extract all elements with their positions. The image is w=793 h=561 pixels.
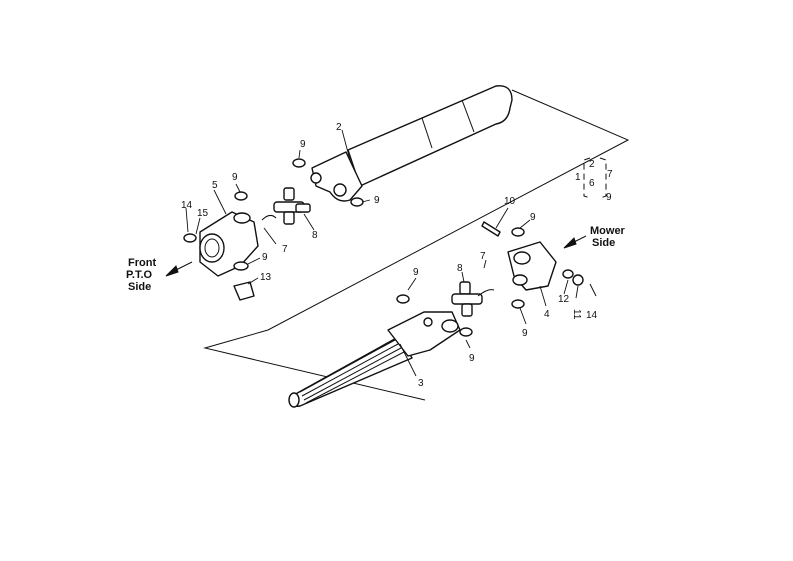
leader-lines — [185, 129, 579, 377]
lower-cross-joint — [451, 281, 495, 317]
mower-label-line2: Side — [592, 237, 615, 249]
callout-9-front-bottom: 9 — [262, 252, 268, 263]
callout-9-upper-right: 9 — [374, 195, 380, 206]
assembly-outline — [203, 89, 630, 401]
callout-4: 4 — [544, 309, 550, 320]
callout-9-bracket: 9 — [606, 192, 612, 203]
callout-5: 5 — [212, 180, 218, 191]
front-label-line1: Front — [128, 257, 156, 269]
callout-14-front: 14 — [181, 200, 193, 211]
callout-9-upper-left: 9 — [300, 139, 306, 150]
callout-7-bracket: 7 — [607, 169, 613, 180]
callout-14-mower: 14 — [586, 310, 598, 321]
mower-side-label: Mower Side — [590, 225, 626, 249]
callout-7-upper: 7 — [282, 244, 288, 255]
lower-splined-shaft — [288, 294, 473, 408]
callout-9-lower-mid: 9 — [469, 353, 475, 364]
callout-9-front-top: 9 — [232, 172, 238, 183]
callout-11: 11 — [571, 309, 582, 320]
callout-13: 13 — [260, 272, 272, 283]
callout-3: 3 — [418, 378, 424, 389]
callout-9-mower-top: 9 — [530, 212, 536, 223]
callout-8-upper: 8 — [312, 230, 318, 241]
spline-grooves — [299, 339, 405, 404]
callout-7-lower: 7 — [480, 251, 486, 262]
front-label-line3: Side — [128, 281, 151, 293]
front-label-line2: P.T.O — [126, 269, 153, 281]
mower-yoke — [481, 221, 597, 309]
mower-direction-arrow — [563, 235, 587, 249]
parts-group-bracket — [583, 157, 607, 199]
callout-numbers: 2 9 9 5 9 14 15 7 8 9 13 9 3 9 8 7 10 9 … — [181, 122, 613, 389]
mower-label-line1: Mower — [590, 225, 626, 237]
upper-shaft-tube — [292, 85, 513, 207]
callout-9-mower-bottom: 9 — [522, 328, 528, 339]
callout-6: 6 — [589, 178, 595, 189]
callout-15: 15 — [197, 208, 209, 219]
upper-cross-joint — [273, 187, 311, 225]
front-pto-side-label: Front P.T.O Side — [126, 257, 156, 293]
callout-1: 1 — [575, 172, 581, 183]
callout-2-bracket: 2 — [589, 159, 595, 170]
front-direction-arrow — [165, 261, 193, 277]
callout-12: 12 — [558, 294, 570, 305]
callout-10: 10 — [504, 196, 516, 207]
front-yoke — [183, 191, 277, 301]
callout-8-lower: 8 — [457, 263, 463, 274]
callout-9-lower-left: 9 — [413, 267, 419, 278]
callout-2: 2 — [336, 122, 342, 133]
